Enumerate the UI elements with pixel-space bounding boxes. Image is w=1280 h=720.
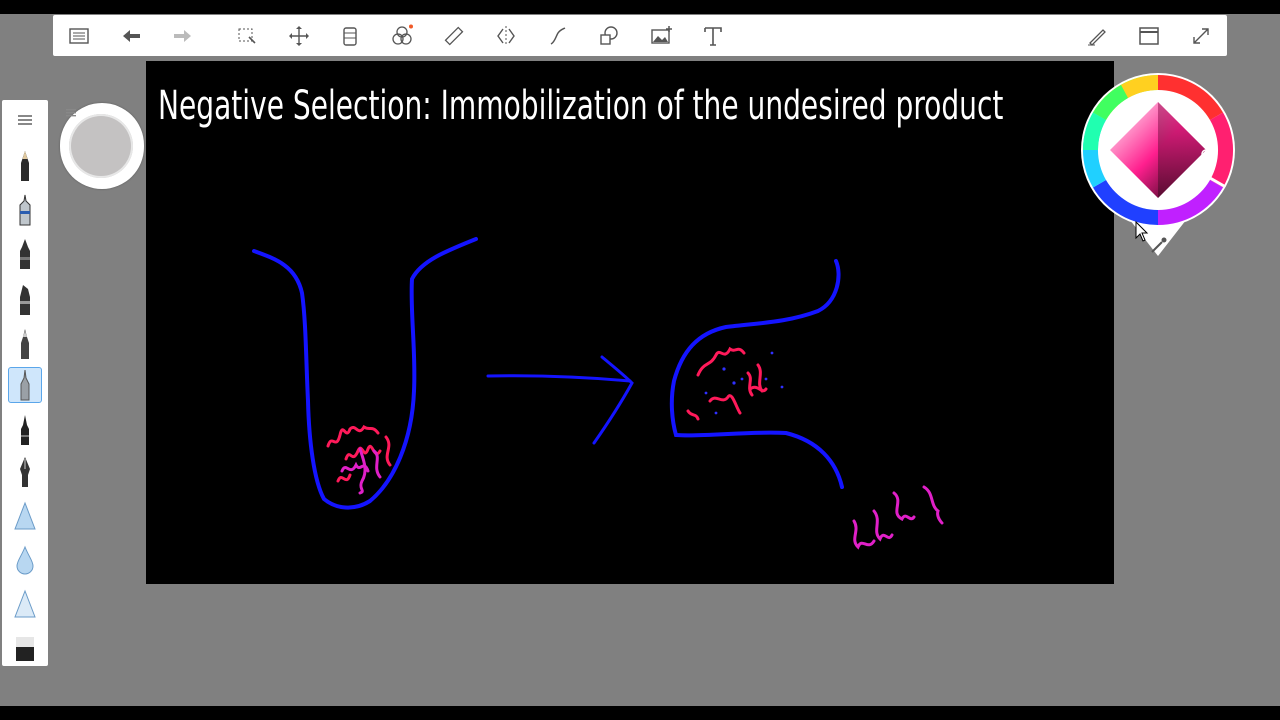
marker-brush-icon[interactable] <box>7 236 43 272</box>
stroke-icon[interactable] <box>540 15 576 56</box>
eyedropper-icon <box>1151 237 1167 253</box>
tube-product-squiggles <box>326 424 392 483</box>
image-insert-icon[interactable] <box>643 15 679 56</box>
fullscreen-icon[interactable] <box>1183 15 1219 56</box>
tube-other-squiggles <box>340 447 382 495</box>
window-icon[interactable] <box>1131 15 1167 56</box>
brush-menu-icon[interactable] <box>7 102 43 138</box>
redo-icon[interactable] <box>165 15 201 56</box>
smudge-icon[interactable] <box>7 586 43 622</box>
undo-icon[interactable] <box>113 15 149 56</box>
bound-product-squiggles <box>686 346 768 421</box>
color-wheel-widget[interactable] <box>1080 70 1236 266</box>
fineliner-brush-icon[interactable] <box>8 367 42 403</box>
hue-marker <box>1209 176 1225 188</box>
eluted-product-squiggles <box>852 485 944 550</box>
hue-ring <box>1081 73 1235 227</box>
brush-palette <box>2 100 48 666</box>
ballpoint-brush-icon[interactable] <box>7 326 43 362</box>
puck-menu-icon[interactable] <box>66 109 76 117</box>
canvas-drawing <box>252 237 944 550</box>
color-selector-handle <box>1201 149 1211 159</box>
shapes-icon[interactable] <box>591 15 627 56</box>
arrow-head <box>592 355 634 445</box>
pencil-brush-icon[interactable] <box>7 148 43 184</box>
menu-list-icon[interactable] <box>61 15 97 56</box>
selection-icon[interactable] <box>229 15 265 56</box>
eraser-icon[interactable] <box>7 630 43 666</box>
chisel-marker-icon[interactable] <box>7 282 43 318</box>
brush-pen-icon[interactable] <box>7 412 43 448</box>
text-icon[interactable] <box>695 15 731 56</box>
airbrush-icon[interactable] <box>7 498 43 534</box>
fountain-pen-icon[interactable] <box>7 454 43 490</box>
technical-pen-icon[interactable] <box>7 192 43 228</box>
ruler-icon[interactable] <box>436 15 472 56</box>
current-color-swatch[interactable] <box>69 114 133 178</box>
layers-icon[interactable] <box>332 15 368 56</box>
pen-settings-icon[interactable] <box>1079 15 1115 56</box>
transform-icon[interactable] <box>281 15 317 56</box>
color-wheel-tail <box>1130 220 1186 256</box>
top-toolbar <box>53 15 1227 56</box>
symmetry-icon[interactable] <box>488 15 524 56</box>
color-puck[interactable] <box>60 103 144 189</box>
column-stroke <box>669 259 844 489</box>
arrow-shaft <box>486 374 632 383</box>
mouse-cursor-icon <box>1135 220 1149 242</box>
color-editor-icon[interactable] <box>384 15 420 56</box>
bound-dots <box>704 351 784 415</box>
drawing-canvas[interactable]: Negative Selection: Immobilization of th… <box>146 61 1114 584</box>
soft-drop-icon[interactable] <box>7 542 43 578</box>
tube-left-stroke <box>252 237 478 510</box>
canvas-title-text: Negative Selection: Immobilization of th… <box>158 83 1004 129</box>
